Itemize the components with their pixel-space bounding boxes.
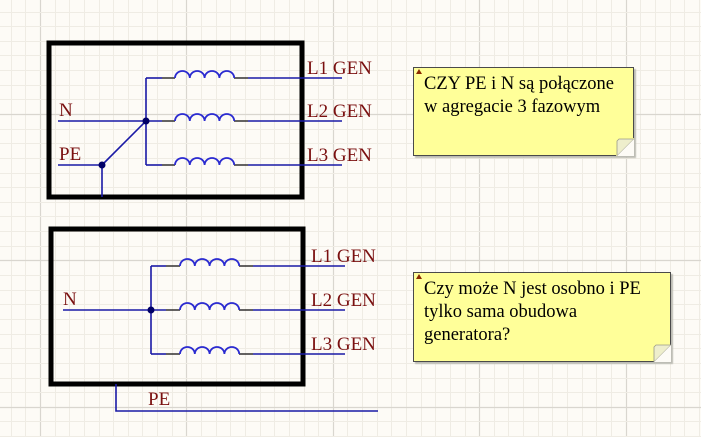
label-l2-gen: L2 GEN [311, 290, 376, 311]
label-l3-gen: L3 GEN [311, 334, 376, 355]
note-text-line: tylko sama obudowa [424, 302, 578, 322]
label-l1-gen: L1 GEN [307, 58, 372, 79]
coil-l3 [179, 346, 241, 355]
coil-l1 [179, 258, 241, 267]
label-pe: PE [148, 389, 170, 410]
label-l3-gen: L3 GEN [307, 145, 372, 166]
coil-l2 [174, 113, 236, 122]
label-pe: PE [59, 144, 81, 165]
wire-pe [115, 384, 378, 412]
note-text-line: w agregacie 3 fazowym [424, 97, 601, 117]
note-top[interactable]: CZY PE i N są połączone w agregacie 3 fa… [413, 67, 634, 156]
folded-corner-icon [616, 138, 634, 156]
note-text-line: CZY PE i N są połączone [424, 74, 614, 94]
note-marker-icon [416, 274, 422, 279]
note-bottom[interactable]: Czy może N jest osobno i PE tylko sama o… [413, 272, 671, 362]
generator-bottom[interactable]: N L1 GEN L2 GEN L3 GEN PE [48, 226, 378, 412]
generator-top[interactable]: N PE L1 GEN L2 GEN L3 GEN [46, 40, 372, 200]
note-text-line: Czy może N jest osobno i PE [424, 279, 641, 299]
coil-l2 [179, 302, 241, 311]
label-n: N [63, 289, 77, 310]
folded-corner-icon [653, 344, 671, 362]
junction-dot [98, 161, 106, 169]
generator-bottom-housing [48, 226, 306, 387]
coil-l1 [174, 70, 236, 79]
junction-dot [142, 117, 150, 125]
note-text-line: generatora? [424, 325, 511, 345]
label-n: N [59, 100, 73, 121]
generator-top-housing [46, 40, 305, 200]
coil-l3 [174, 157, 236, 166]
label-l1-gen: L1 GEN [311, 246, 376, 267]
label-l2-gen: L2 GEN [307, 101, 372, 122]
wire-pe-n-bond [101, 120, 147, 166]
junction-dot [147, 306, 155, 314]
note-marker-icon [416, 69, 422, 74]
